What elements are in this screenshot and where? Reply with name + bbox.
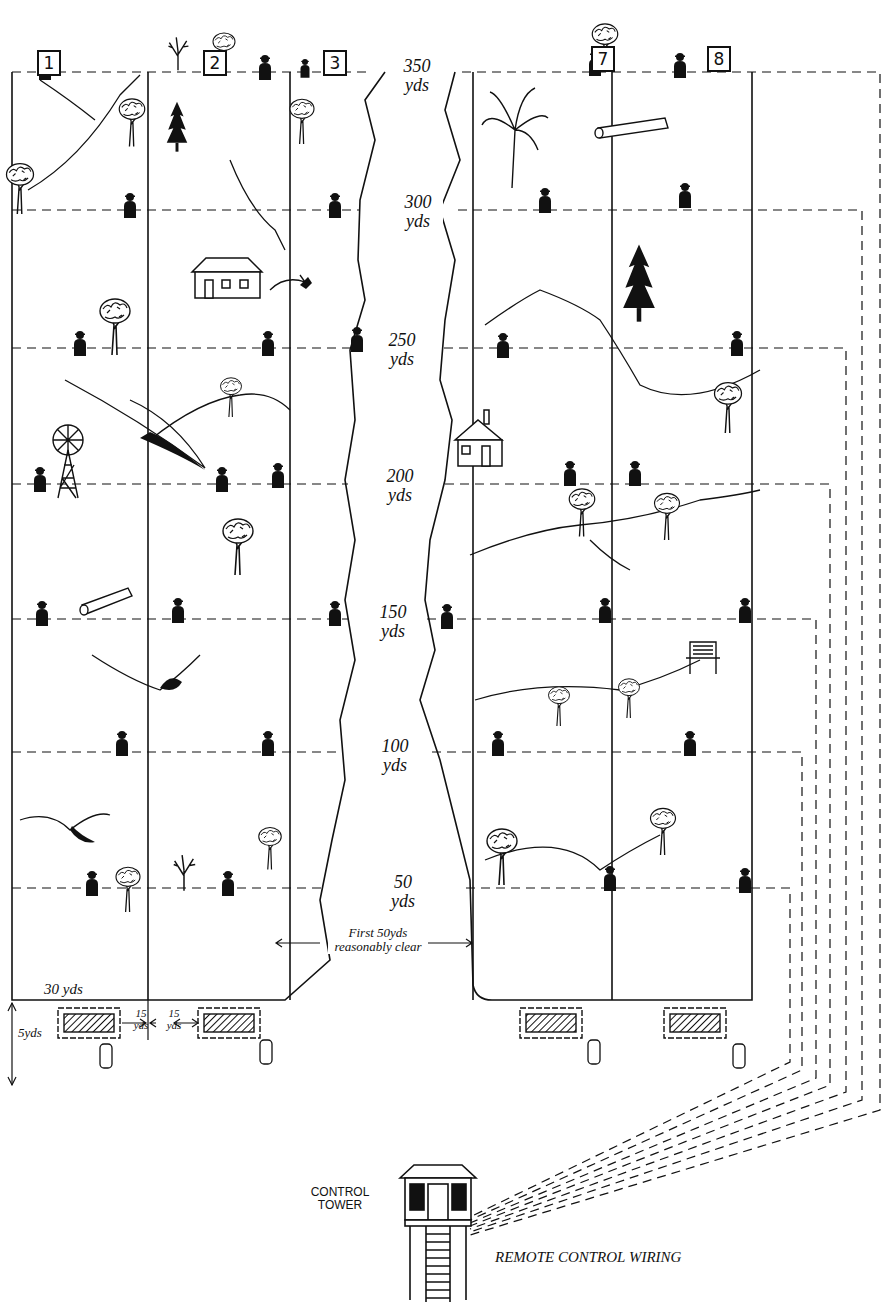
range-note: First 50yds reasonably clear: [328, 925, 428, 954]
yardage-label: 300 yds: [393, 192, 443, 232]
posts: [100, 1040, 745, 1068]
logs: [80, 118, 720, 674]
range-note: 15 yds: [131, 1008, 151, 1031]
houses: [192, 258, 502, 466]
trees: [7, 24, 742, 912]
range-outline: [12, 72, 752, 1000]
yardage-label: 250 yds: [377, 330, 427, 370]
yardage-label: 150 yds: [368, 602, 418, 642]
range-note: CONTROL TOWER: [300, 1186, 380, 1211]
range-note: 15 yds: [164, 1008, 184, 1031]
range-note: 30 yds: [44, 982, 104, 998]
lane-number: 1: [44, 55, 55, 72]
lane-number: 7: [598, 51, 609, 68]
yardage-lines: [12, 72, 880, 1235]
lane-number-box: 2: [203, 50, 227, 76]
lane-number-box: 8: [707, 46, 731, 72]
lane-number: 8: [714, 51, 725, 68]
terrain-shading: [70, 277, 312, 843]
range-note: REMOTE CONTROL WIRING: [495, 1250, 755, 1266]
yardage-label: 50 yds: [378, 872, 428, 912]
lane-number-box: 7: [591, 46, 615, 72]
control-tower: [400, 1165, 476, 1302]
firing-bunkers: [58, 1008, 726, 1038]
yardage-label: 350 yds: [392, 56, 442, 96]
yardage-label: 200 yds: [375, 466, 425, 506]
lane-number: 2: [210, 55, 221, 72]
lane-number: 3: [330, 55, 341, 72]
lane-number-box: 3: [323, 50, 347, 76]
palm-tree: [482, 88, 548, 188]
yardage-label: 100 yds: [370, 736, 420, 776]
figure-targets: [34, 51, 751, 896]
lane-number-box: 1: [37, 50, 61, 76]
dimension-arrows: [8, 939, 472, 1085]
windmill: [53, 425, 83, 498]
terrain-lines: [20, 75, 760, 870]
range-note: 5yds: [18, 1026, 58, 1040]
